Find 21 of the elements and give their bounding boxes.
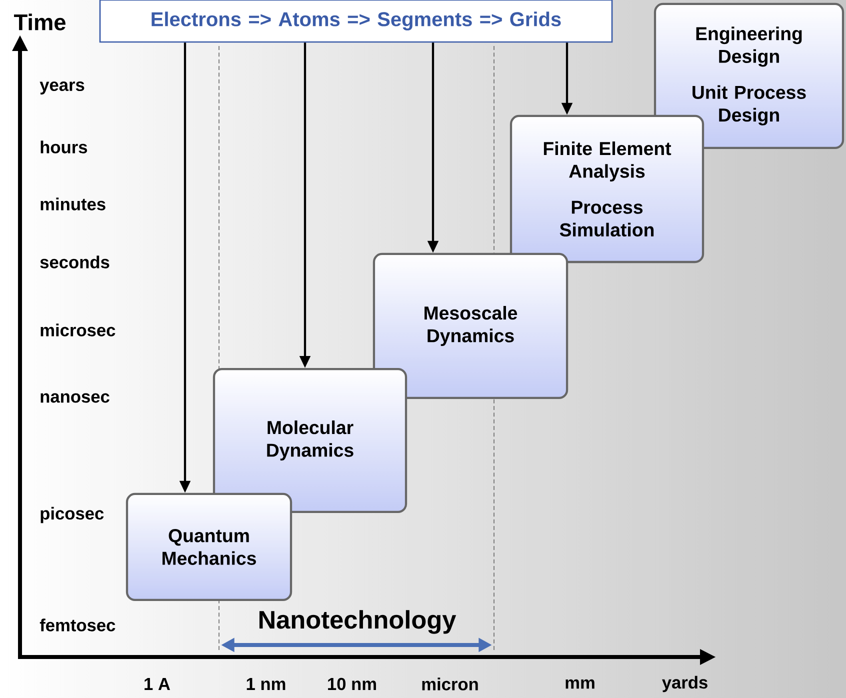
- axis-title: Time: [14, 14, 66, 30]
- tick-label: microsec: [40, 324, 116, 336]
- tick-label: femtosec: [40, 618, 116, 632]
- header-box: Electrons => Atoms => Segments => Grids: [99, 0, 613, 43]
- tick-label: seconds: [40, 256, 110, 268]
- tick-label: micron: [422, 678, 478, 690]
- tick-label: hours: [40, 140, 88, 154]
- tick-label: nanosec: [40, 393, 110, 403]
- range-label: Nanotechnology: [259, 610, 456, 634]
- process-box: Quantum Mechanics: [126, 492, 292, 602]
- process-box: Mesoscale Dynamics: [372, 252, 568, 400]
- tick-label: minutes: [40, 198, 106, 210]
- process-box: Molecular Dynamics: [212, 368, 408, 514]
- tick-label: 10 nm: [328, 678, 376, 690]
- process-box: Finite Element Analysis Process Simulation: [510, 114, 704, 264]
- tick-label: 1 A: [144, 678, 170, 690]
- tick-label: 1 nm: [246, 678, 286, 690]
- tick-label: yards: [662, 676, 708, 692]
- tick-label: picosec: [40, 506, 104, 524]
- tick-label: mm: [566, 679, 594, 689]
- tick-label: years: [40, 82, 84, 94]
